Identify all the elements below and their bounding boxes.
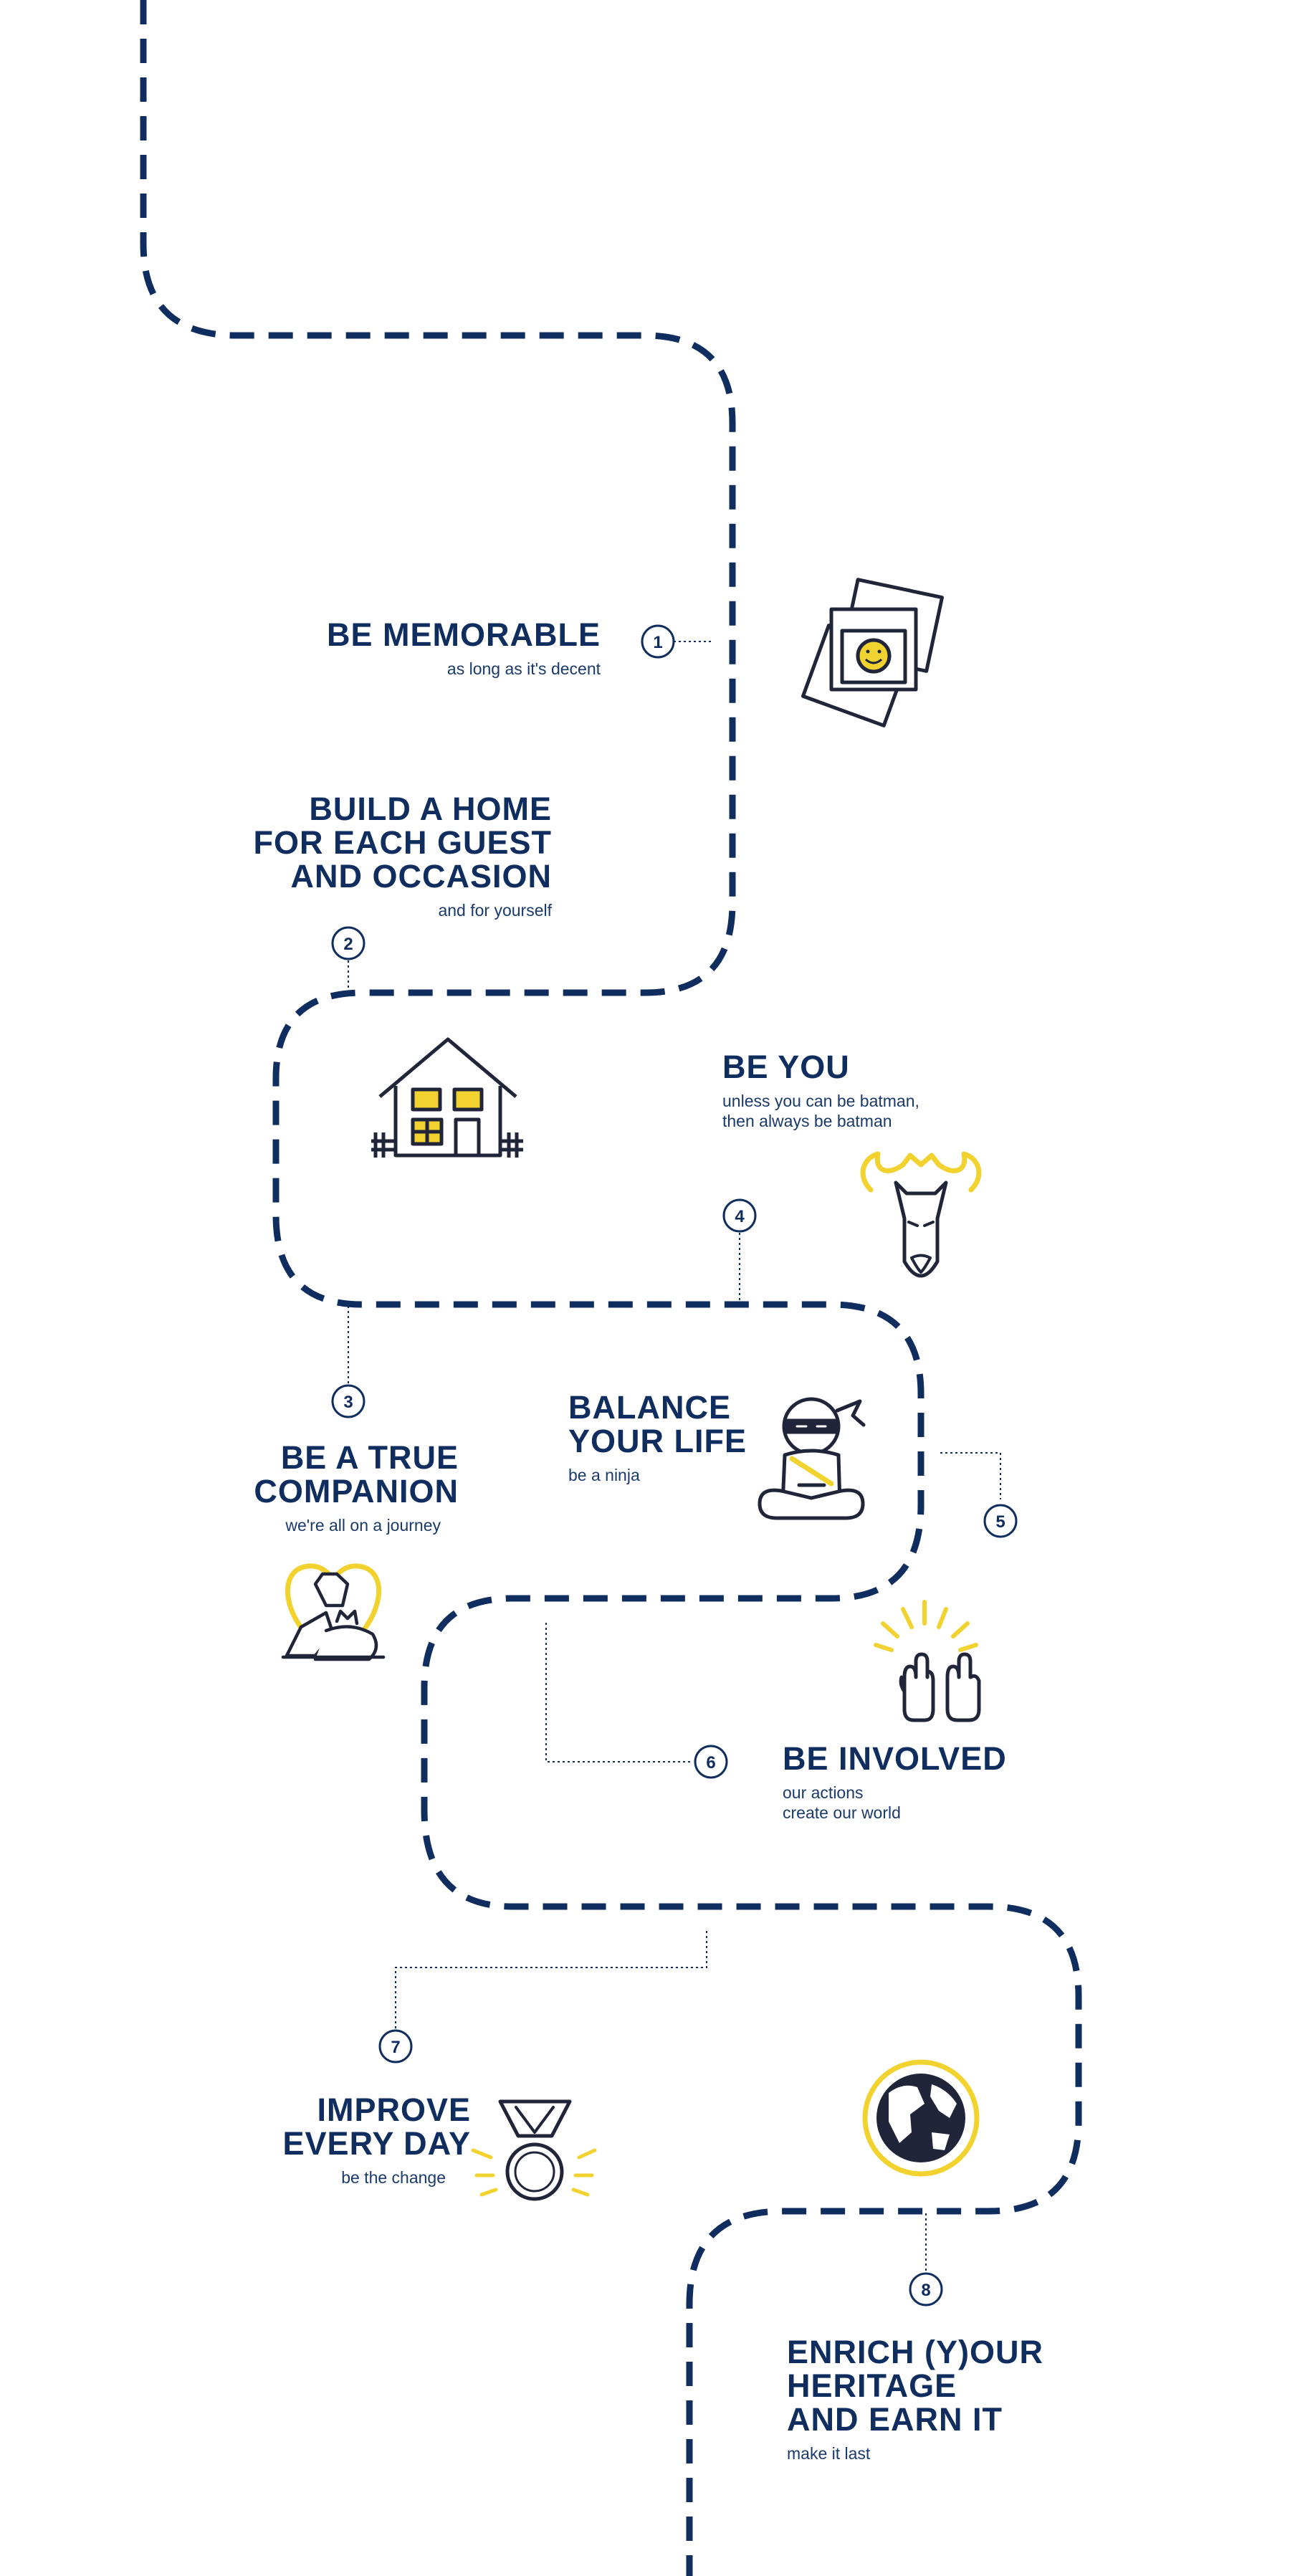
step-8-subtitle: make it last (787, 2444, 871, 2463)
batman-icon (860, 1151, 982, 1278)
step-badge-2 (331, 926, 366, 960)
step-number-7: 7 (391, 2038, 400, 2057)
step-3-title: BE A TRUE COMPANION (254, 1439, 459, 1509)
step-badge-8 (909, 2272, 943, 2307)
step-6: BE INVOLVED our actions create our world (783, 1742, 1007, 1823)
step-badge-6 (694, 1745, 728, 1779)
connector-6 (545, 1623, 692, 1762)
step-badge-3 (331, 1384, 366, 1418)
connector-lines (348, 641, 1001, 2272)
step-5-subtitle: be a ninja (568, 1466, 640, 1484)
step-8: ENRICH (Y)OUR HERITAGE AND EARN IT make … (787, 2335, 1043, 2463)
step-8-title: ENRICH (Y)OUR HERITAGE AND EARN IT (787, 2334, 1043, 2438)
step-number-4: 4 (735, 1207, 745, 1226)
ninja-icon (758, 1397, 866, 1520)
house-icon (371, 1037, 523, 1158)
step-5-title: BALANCE YOUR LIFE (568, 1389, 747, 1459)
step-3: BE A TRUE COMPANION we're all on a journ… (254, 1441, 459, 1535)
connector-5 (940, 1452, 1001, 1499)
step-2: BUILD A HOME FOR EACH GUEST AND OCCASION… (253, 792, 552, 920)
step-5: BALANCE YOUR LIFE be a ninja (568, 1390, 747, 1485)
medal-icon (471, 2099, 597, 2201)
globe-icon (862, 2059, 980, 2177)
step-number-1: 1 (653, 633, 662, 652)
step-number-6: 6 (706, 1753, 715, 1773)
step-number-3: 3 (343, 1393, 353, 1412)
step-4-subtitle: unless you can be batman, then always be… (722, 1092, 919, 1130)
dog-cat-heart-icon (281, 1563, 386, 1661)
raised-hands-icon (874, 1600, 981, 1722)
step-number-2: 2 (343, 935, 353, 954)
connector-7 (395, 1931, 707, 2028)
step-4-title: BE YOU (722, 1049, 850, 1085)
step-badge-5 (983, 1504, 1018, 1538)
step-7-subtitle: be the change (341, 2168, 446, 2187)
step-badge-1 (641, 624, 675, 659)
dashed-route-path (140, 0, 1082, 2576)
step-6-subtitle: our actions create our world (783, 1783, 901, 1822)
step-badge-4 (722, 1198, 757, 1233)
step-number-5: 5 (995, 1512, 1005, 1532)
photos-smiley-icon (801, 578, 945, 728)
step-number-8: 8 (921, 2281, 930, 2300)
step-6-title: BE INVOLVED (783, 1740, 1007, 1777)
step-4: BE YOU unless you can be batman, then al… (722, 1050, 919, 1131)
step-2-title: BUILD A HOME FOR EACH GUEST AND OCCASION (253, 791, 552, 895)
step-7-title: IMPROVE EVERY DAY (282, 2091, 471, 2162)
step-1-title: BE MEMORABLE (327, 616, 601, 653)
step-2-subtitle: and for yourself (438, 901, 552, 920)
step-7: IMPROVE EVERY DAY be the change (283, 2093, 471, 2188)
step-1-subtitle: as long as it's decent (446, 659, 601, 678)
step-1: BE MEMORABLE as long as it's decent (327, 618, 601, 679)
step-badge-7 (378, 2029, 413, 2064)
step-number-badges (331, 624, 1018, 2307)
step-3-subtitle: we're all on a journey (285, 1516, 441, 1535)
